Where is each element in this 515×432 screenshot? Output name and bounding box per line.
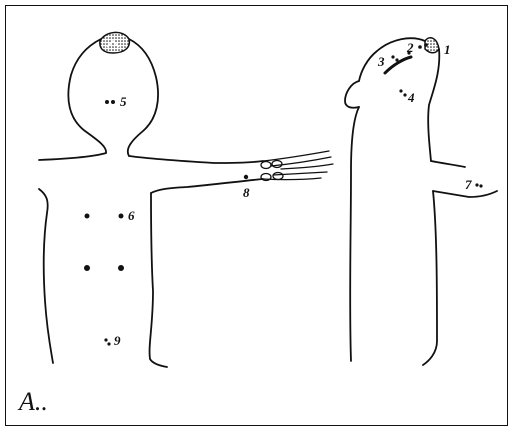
point-label-4: 4 — [407, 90, 415, 105]
acupoint-diagram: 1 2 3 4 5 6 7 8 9 — [6, 6, 509, 427]
point-3-dot — [391, 55, 394, 58]
point-7-dot-b — [479, 184, 482, 187]
point-6-dot-right — [119, 214, 124, 219]
point-label-9: 9 — [114, 333, 121, 348]
point-9-dot-b — [107, 342, 110, 345]
point-label-2: 2 — [406, 40, 414, 55]
point-4-dot-b — [403, 93, 406, 96]
point-number-labels: 1 2 3 4 5 6 7 8 9 — [114, 40, 472, 348]
lower-pair-dot-right — [118, 265, 124, 271]
point-5-dot-b — [111, 100, 115, 104]
point-1-dot — [418, 45, 422, 49]
figure-frame: 1 2 3 4 5 6 7 8 9 A.. — [5, 5, 508, 426]
point-label-6: 6 — [128, 208, 135, 223]
point-label-7: 7 — [465, 177, 472, 192]
point-5-dot — [105, 100, 109, 104]
lower-pair-dot-left — [84, 265, 90, 271]
point-4-dot — [399, 89, 402, 92]
ventral-view-figure — [39, 39, 263, 367]
point-label-1: 1 — [444, 42, 451, 57]
panel-label: A.. — [19, 389, 48, 415]
point-label-3: 3 — [377, 54, 385, 69]
point-7-dot — [475, 183, 478, 186]
point-3-dot-b — [395, 58, 398, 61]
point-1-dot-b — [424, 43, 428, 47]
point-6-dot-left — [85, 214, 90, 219]
point-label-5: 5 — [120, 94, 127, 109]
point-8-dot — [244, 175, 248, 179]
acupoint-dots — [84, 43, 483, 345]
lateral-view-figure — [345, 38, 497, 365]
point-label-8: 8 — [243, 185, 250, 200]
forepaw — [261, 151, 333, 181]
point-9-dot — [104, 338, 107, 341]
